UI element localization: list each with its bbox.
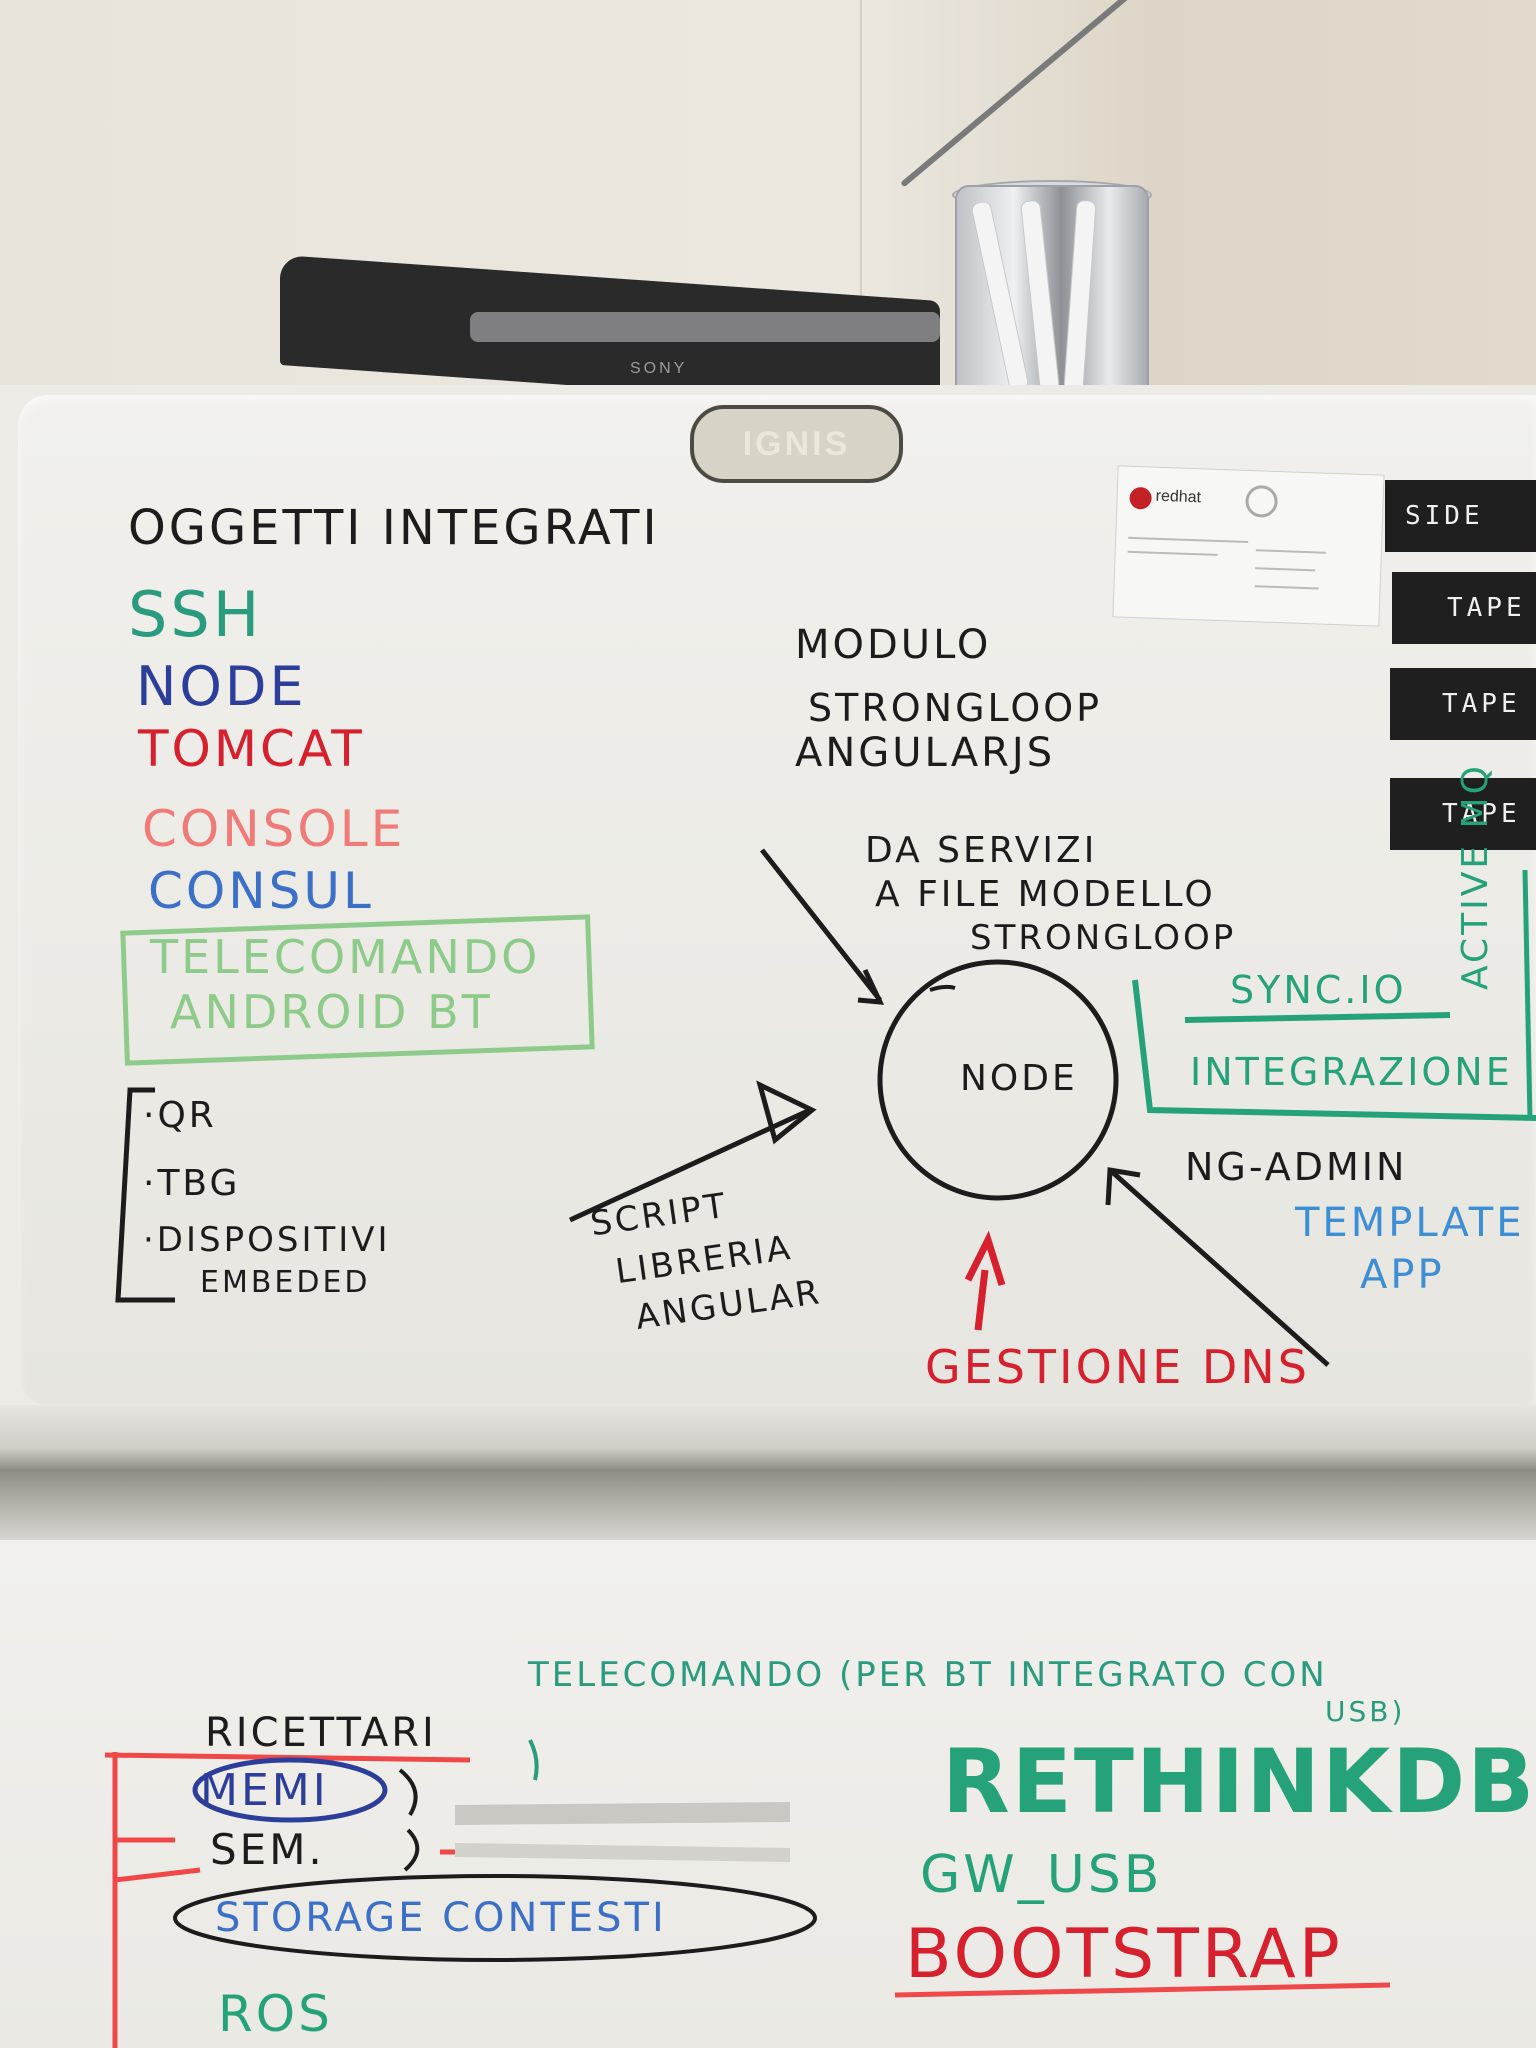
- brackets-small: [398, 1768, 420, 1872]
- node-center-label: NODE: [960, 1058, 1078, 1099]
- boxed-frame: [120, 914, 595, 1066]
- bootstrap-underline: [894, 1982, 1391, 1998]
- servizi-line: STRONGLOOP: [970, 918, 1237, 958]
- modulo-line: ANGULARJS: [795, 730, 1056, 776]
- list-item-node: NODE: [136, 655, 307, 718]
- arrow-head: [756, 1080, 817, 1145]
- tape-label: TAPE: [1390, 778, 1536, 850]
- template-label: TEMPLATE: [1295, 1200, 1525, 1246]
- memi-label: MEMI: [200, 1765, 329, 1816]
- radio-brand: SONY: [630, 360, 688, 377]
- tape-label-side: SIDE: [1385, 480, 1536, 552]
- erased-text: [454, 1843, 791, 1862]
- bracket-item: ·DISPOSITIVI: [143, 1220, 391, 1260]
- paren: [528, 1739, 539, 1781]
- gestione-label: GESTIONE DNS: [925, 1340, 1310, 1394]
- sem-label: SEM.: [210, 1825, 325, 1874]
- radio-top-panel: [470, 312, 940, 342]
- storage-label: STORAGE CONTESTI: [215, 1895, 667, 1941]
- servizi-line: A FILE MODELLO: [875, 874, 1216, 915]
- sync-bracket: [1132, 979, 1536, 1121]
- ros-label: ROS: [218, 1985, 333, 2043]
- tape-label: TAPE: [1392, 572, 1536, 644]
- red-arrow-head: [964, 1230, 1006, 1287]
- sync-label: SYNC.IO: [1230, 968, 1407, 1012]
- red-branch: [104, 1752, 471, 1763]
- heading-text: OGGETTI INTEGRATI: [128, 500, 660, 556]
- gw-label: GW_USB: [920, 1845, 1163, 1905]
- arrow-line: [1108, 1168, 1330, 1367]
- bracket-item: EMBEDED: [200, 1265, 371, 1300]
- bottom-header: TELECOMANDO (PER BT INTEGRATO CON: [528, 1655, 1328, 1695]
- modulo-line: STRONGLOOP: [808, 686, 1103, 730]
- arrow-line: [760, 848, 882, 1002]
- sync-underline: [1184, 1012, 1451, 1023]
- circle-tail: [929, 984, 956, 992]
- bracket-item: ·QR: [143, 1095, 217, 1136]
- wall-corner: [860, 0, 862, 390]
- list-item-tomcat: TOMCAT: [138, 720, 365, 778]
- bracket: [115, 1087, 175, 1303]
- bracket-item: ·TBG: [143, 1163, 241, 1204]
- rethink-label: RETHINKDB: [942, 1730, 1536, 1833]
- servizi-line: DA SERVIZI: [865, 830, 1098, 871]
- vertical-label: ACTIVE MQ: [1455, 763, 1496, 990]
- memi-ellipse: [192, 1757, 388, 1823]
- red-arrow-line: [974, 1269, 989, 1331]
- arrow-head: [857, 968, 885, 1005]
- vertical-divider: [1522, 869, 1533, 1121]
- modulo-line: MODULO: [795, 622, 992, 668]
- list-item-console: CONSOLE: [142, 800, 406, 858]
- fridge-handle-gap: [0, 1405, 1536, 1550]
- ricettari-label: RICETTARI: [205, 1710, 437, 1756]
- red-branch: [114, 1867, 201, 1883]
- list-item-consul: CONSUL: [148, 862, 374, 920]
- fridge-brand-plate: IGNIS: [690, 405, 903, 483]
- boxed-text: TELECOMANDO: [150, 930, 541, 984]
- bottom-header-2: USB): [1325, 1695, 1406, 1728]
- node-circle: [877, 959, 1119, 1201]
- sync-sub-label: INTEGRAZIONE: [1190, 1050, 1513, 1094]
- fridge-door-bottom: [0, 1540, 1536, 2048]
- boxed-text: ANDROID BT: [170, 985, 493, 1039]
- list-item-ssh: SSH: [128, 578, 263, 651]
- bootstrap-label: BOOTSTRAP: [905, 1915, 1343, 1994]
- erased-text: [454, 1802, 791, 1825]
- storage-ellipse: [173, 1874, 817, 1962]
- ngadmin-label: NG-ADMIN: [1185, 1145, 1408, 1189]
- tape-label: TAPE: [1390, 668, 1536, 740]
- arrow-head: [1105, 1167, 1141, 1206]
- template-label: APP: [1360, 1252, 1445, 1298]
